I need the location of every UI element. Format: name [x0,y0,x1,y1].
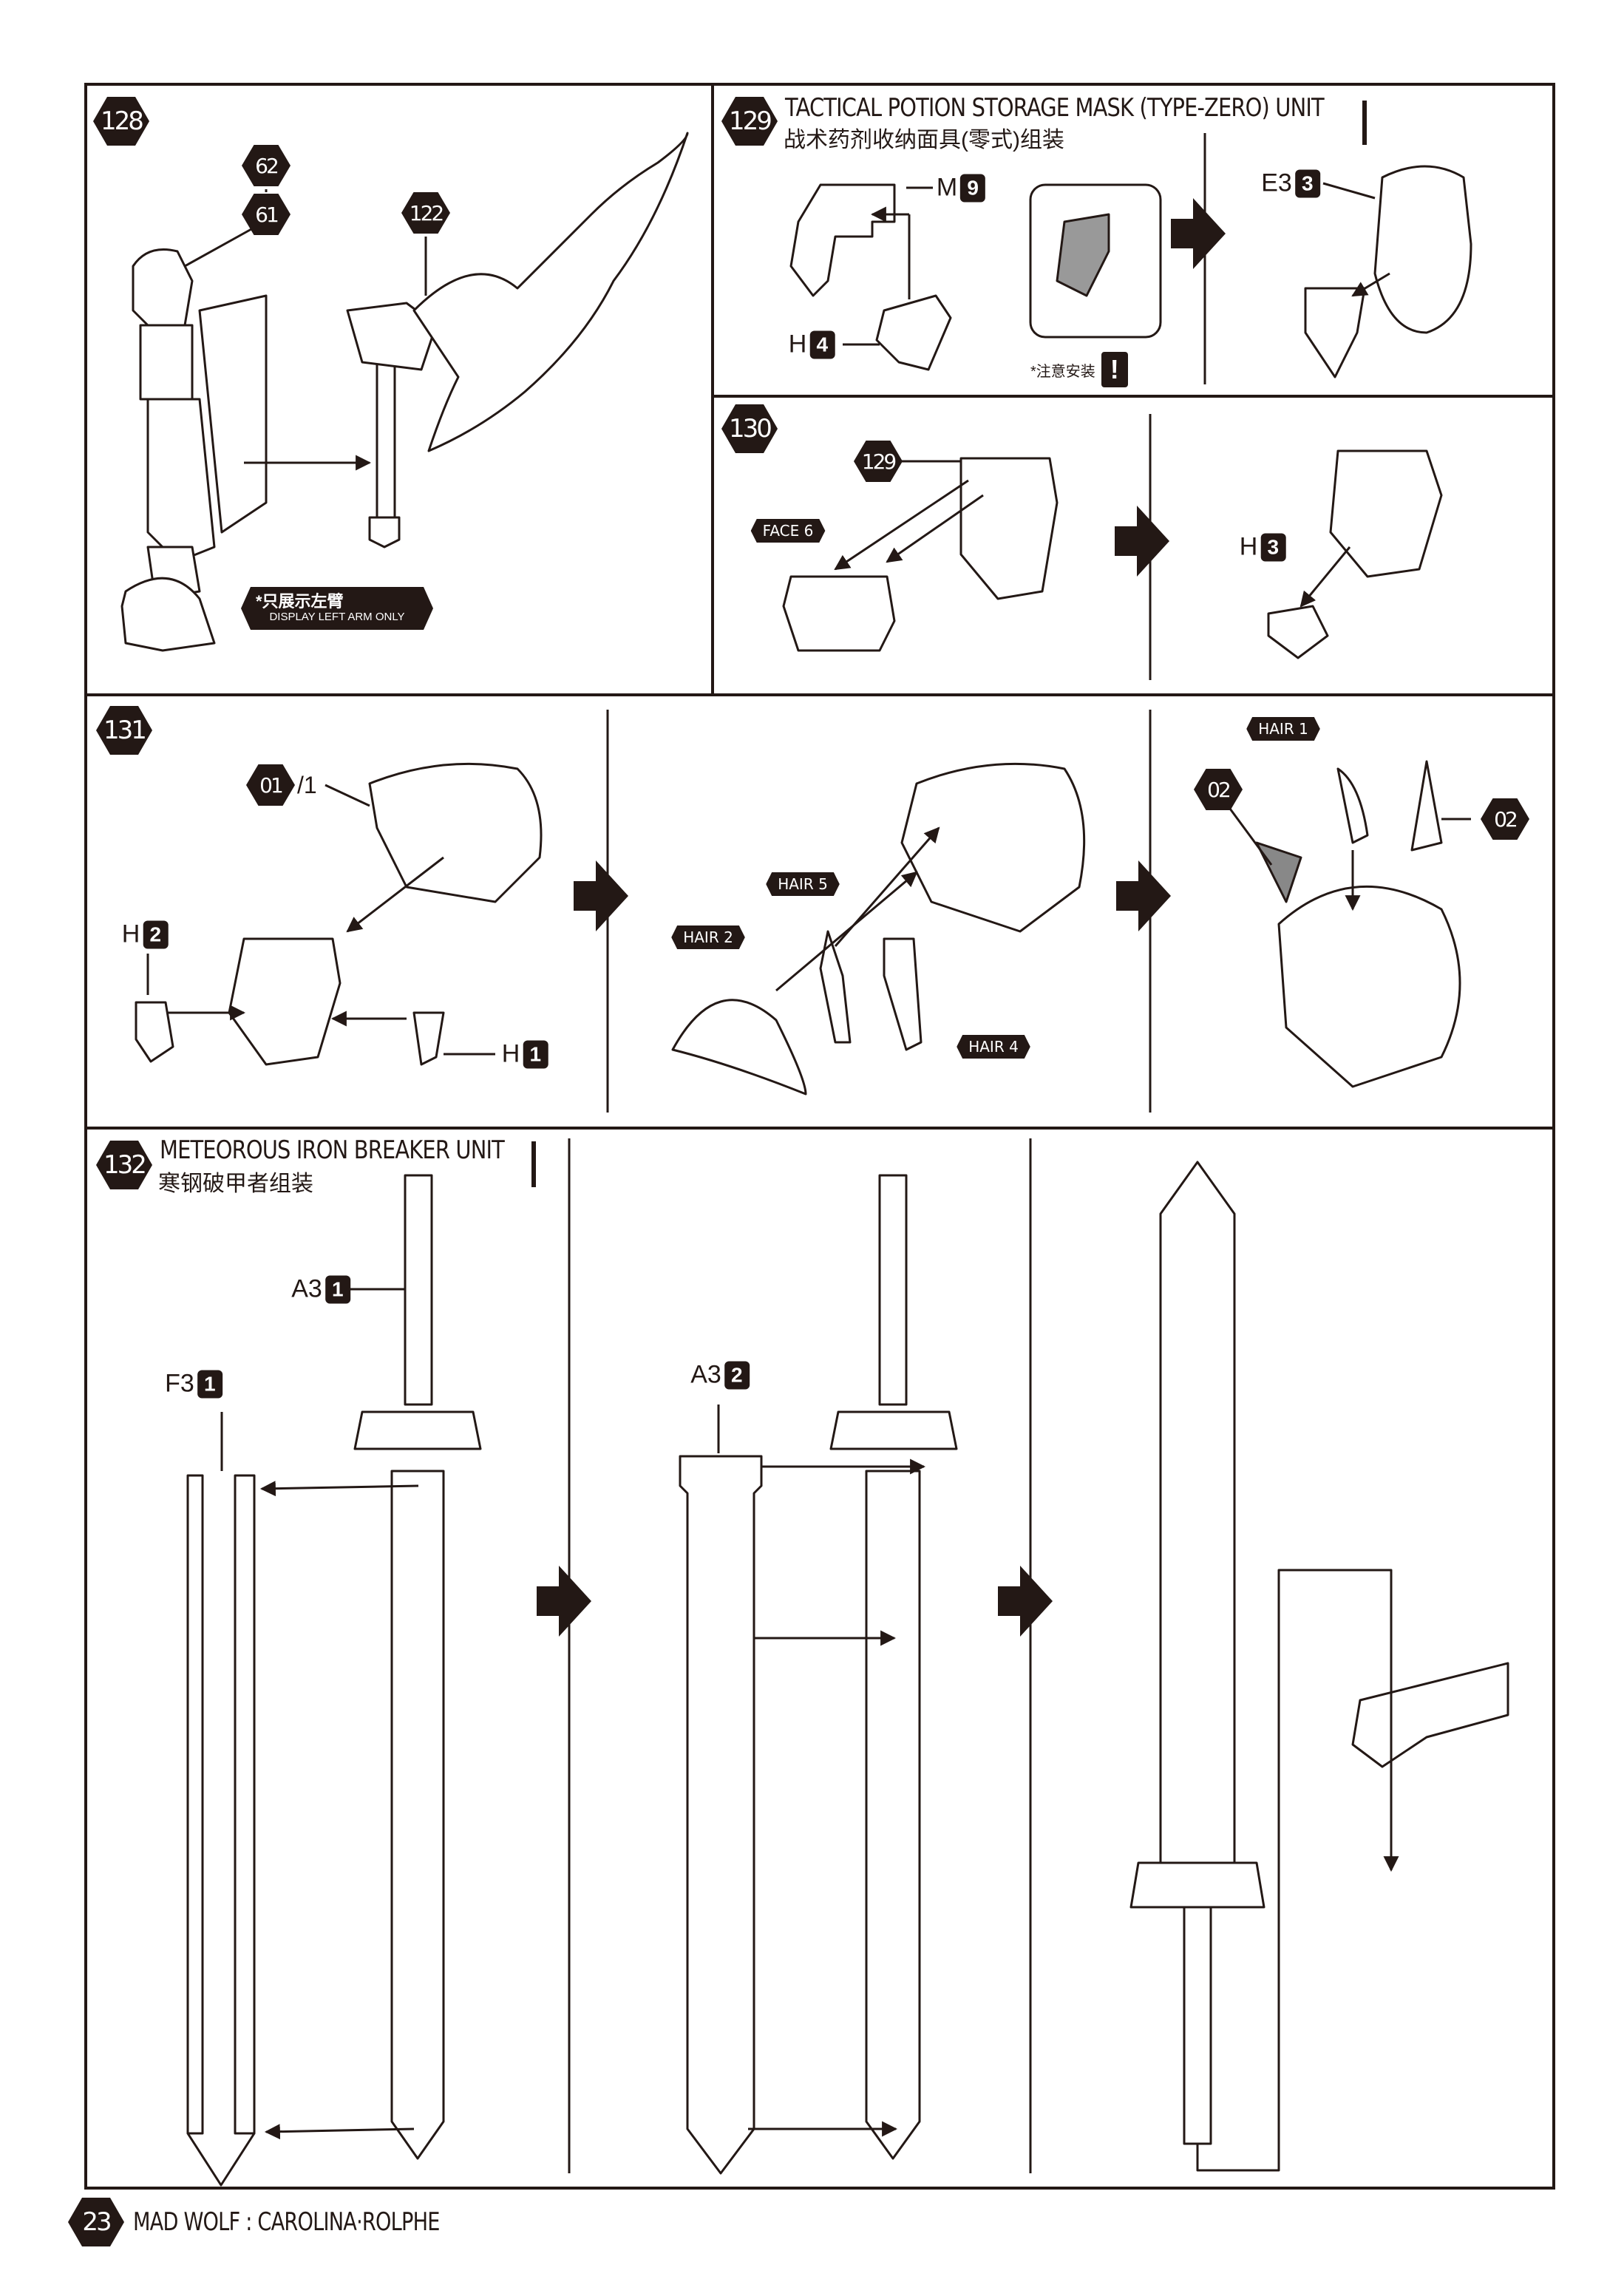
part-number: 3 [1294,169,1320,197]
runner-label: M [936,173,958,202]
runner-label: H [788,330,807,359]
axe-drawing [346,132,689,548]
step-129-title: TACTICAL POTION STORAGE MASK (TYPE-ZERO)… [785,93,1325,123]
head-mask-drawing [782,449,1443,659]
part-01: 01 [246,764,295,806]
hair-2-tag: HAIR 2 [671,925,745,949]
hair-1-tag: HAIR 1 [1246,717,1320,741]
sword-assembly-drawing [679,1174,958,2175]
part-02-left: 02 [1194,769,1243,810]
part-number: 2 [724,1361,750,1389]
part-number: 3 [1260,533,1286,561]
runner-label: H [501,1039,520,1068]
arrow-icon [998,1566,1053,1637]
part-number: 9 [960,174,986,202]
completed-sword-drawing [1129,1161,1509,2145]
arm-drawing [120,248,268,652]
part-number: 1 [523,1040,548,1068]
head-hair-drawing [135,760,1461,1096]
runner-label: H [1239,532,1258,561]
panel-frame [84,83,1555,2190]
face-6-tag: FACE 6 [750,519,826,543]
step-132-title-cn: 寒钢破甲者组装 [158,1172,313,1196]
arrow-icon [537,1566,591,1637]
part-number: 2 [143,920,169,948]
part-02-right: 02 [1481,798,1529,840]
step-number-128: 128 [93,97,149,146]
runner-label: E3 [1261,169,1292,197]
arrow-icon [574,860,628,931]
footer-title: MAD WOLF : CAROLINA·ROLPHE [133,2207,440,2237]
arrow-icon [1171,198,1226,269]
runner-label: A3 [690,1360,721,1389]
sword-drawing [186,1174,482,2187]
left-arm-note: *只展示左臂 DISPLAY LEFT ARM ONLY [241,587,433,630]
hair-4-tag: HAIR 4 [957,1035,1030,1059]
part-01-suffix: /1 [297,772,317,798]
note-en: DISPLAY LEFT ARM ONLY [269,611,405,623]
step-number-131: 131 [96,706,152,755]
note-cn: *只展示左臂 [256,592,344,611]
step-number-132: 132 [96,1141,152,1189]
arrow-icon [1116,860,1171,931]
sub-dividers [531,101,1367,2173]
runner-label: F3 [165,1369,194,1398]
caution-note: *注意安装! [1030,352,1128,387]
step-132-title: METEOROUS IRON BREAKER UNIT [160,1135,505,1165]
hair-5-tag: HAIR 5 [766,872,840,896]
mask-parts-drawing [789,165,1472,378]
part-number: 4 [809,330,835,359]
runner-label: A3 [291,1274,322,1303]
caution-text: *注意安装 [1030,363,1095,380]
part-61: 61 [242,194,291,235]
step-arrows [537,198,1226,1637]
step-number-129: 129 [721,97,778,146]
runner-label: H [121,920,140,948]
part-number: 1 [325,1275,350,1303]
part-122: 122 [401,192,450,234]
part-number: 1 [197,1370,222,1398]
arrow-icon [1115,506,1169,577]
exclamation-icon: ! [1101,352,1128,387]
step-129-title-cn: 战术药剂收纳面具(零式)组装 [784,128,1064,152]
